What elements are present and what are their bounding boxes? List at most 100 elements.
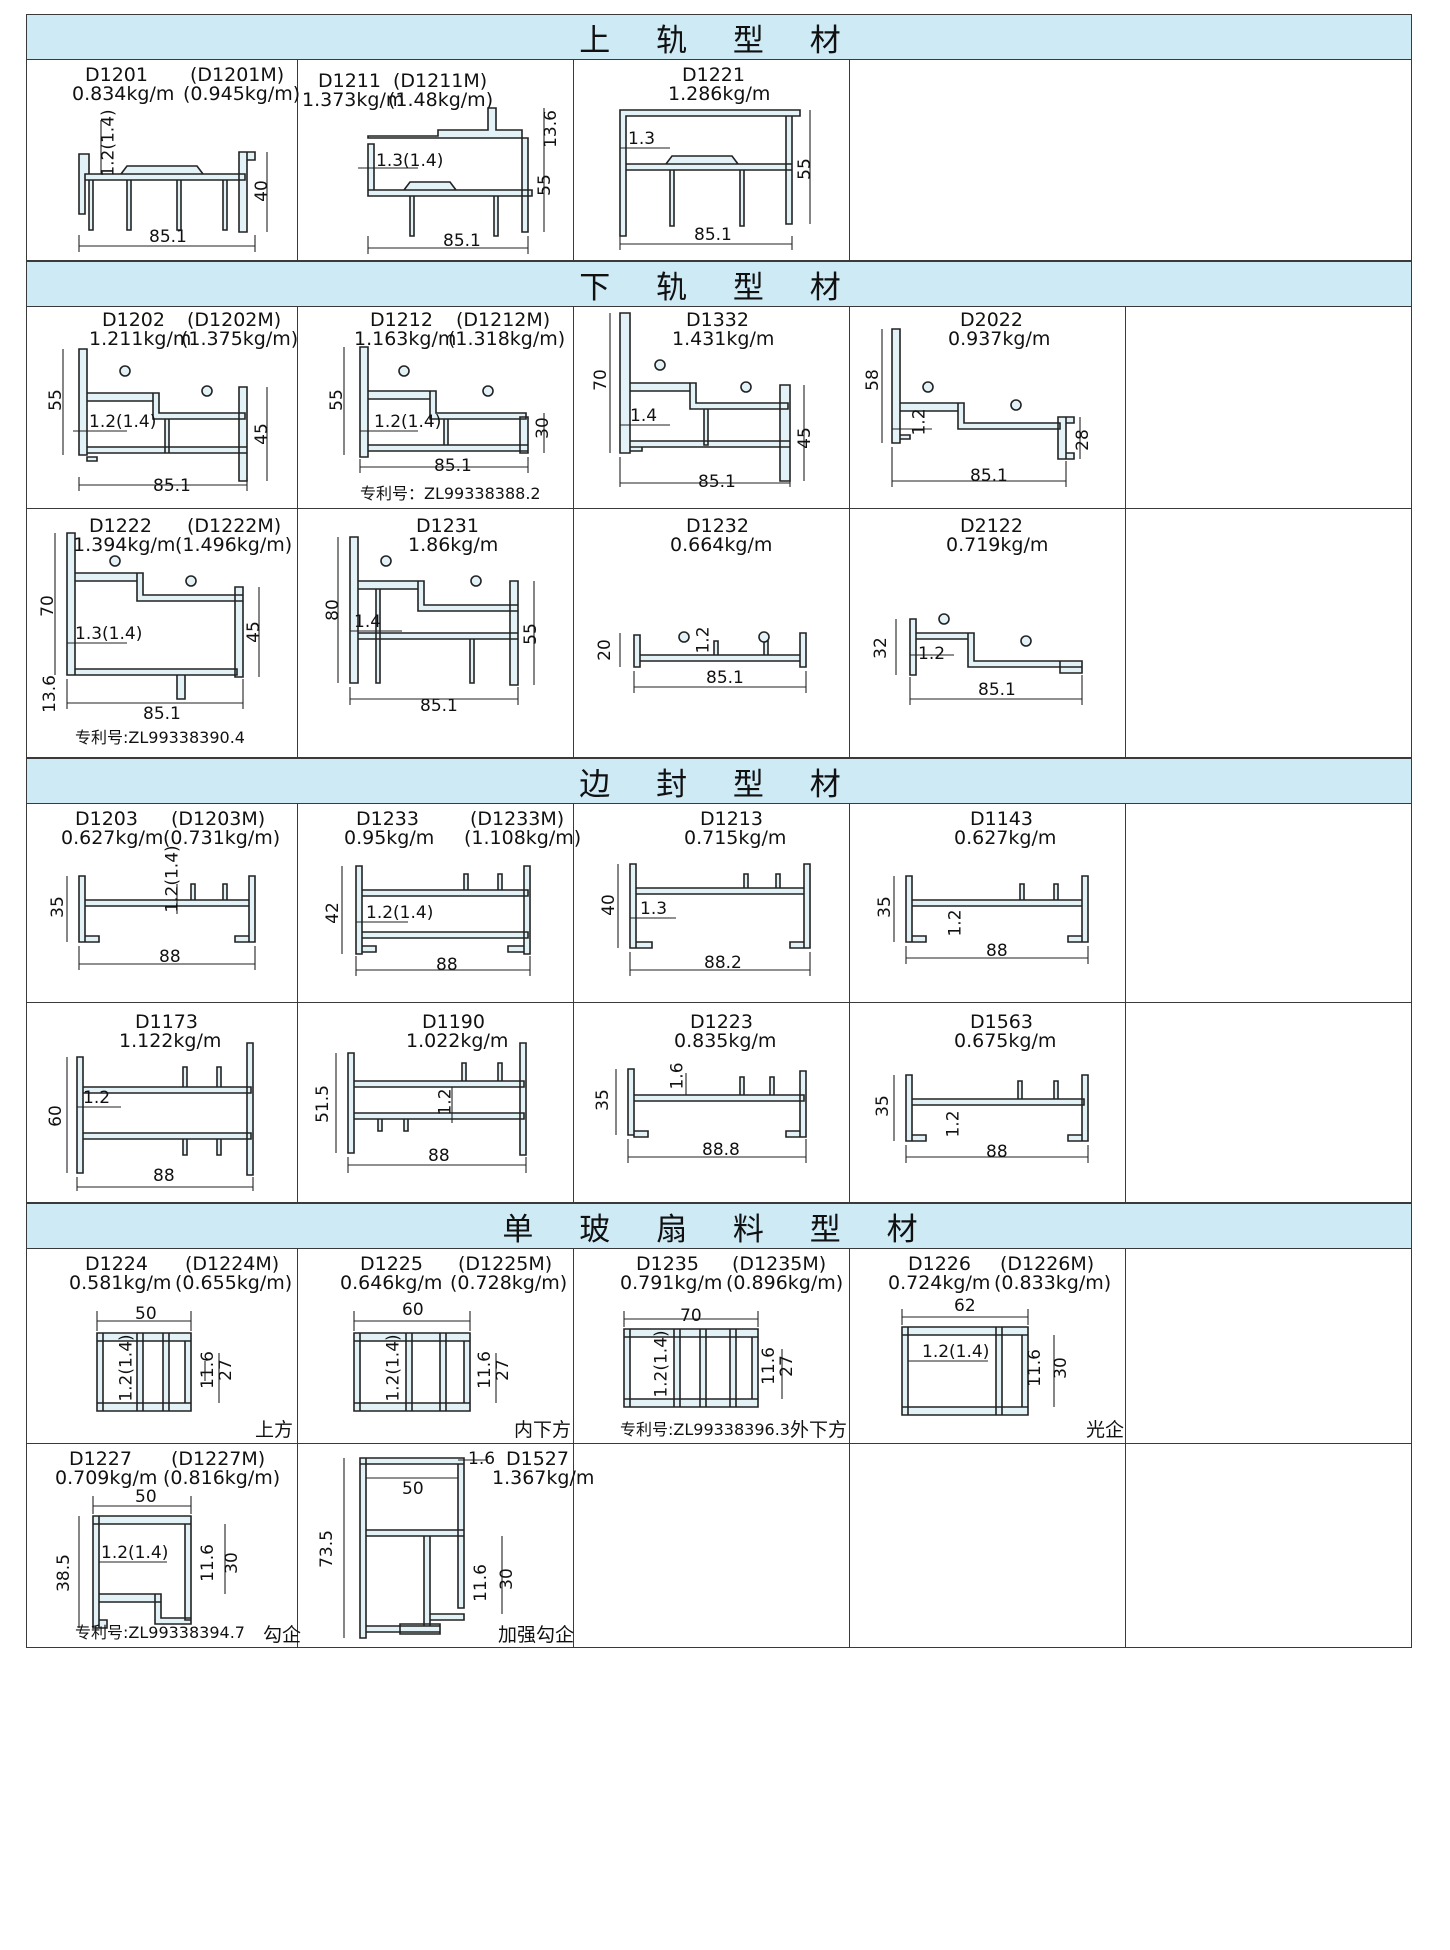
profile-card-d1212: D1212 (D1212M) 1.163kg/m (1.318kg/m) 55 … (298, 307, 574, 508)
dim-width: 88 (159, 947, 181, 967)
profile-weight: 0.719kg/m (946, 534, 1049, 556)
profile-code: D1226 (908, 1253, 971, 1275)
top-rail-row: D1201 (D1201M) 0.834kg/m (0.945kg/m) 1.2… (26, 60, 1412, 261)
sash-type-tag: 勾企 (263, 1624, 302, 1646)
profile-card-d1224: D1224 (D1224M) 0.581kg/m (0.655kg/m) 50 … (27, 1249, 298, 1443)
patent-note: 专利号:ZL99338390.4 (75, 728, 245, 747)
dim-height: 27 (492, 1359, 513, 1381)
dim-thickness: 1.6 (667, 1062, 688, 1090)
dim-height: 55 (794, 158, 815, 180)
section-header-sash: 单 玻 扇 料 型 材 (26, 1203, 1412, 1249)
dim-inner: 11.6 (1024, 1349, 1045, 1387)
profile-code: D1527 (506, 1448, 569, 1470)
dim-thickness: 1.2(1.4) (374, 412, 442, 432)
section-header-top-rail: 上 轨 型 材 (26, 14, 1412, 60)
profile-card-d1201: D1201 (D1201M) 0.834kg/m (0.945kg/m) 1.2… (27, 60, 300, 260)
dim-height: 60 (45, 1105, 66, 1127)
profile-card-d2122-inner: D2122 0.719kg/m 32 1.2 85.1 (850, 509, 1126, 757)
section-title: 下 轨 型 材 (579, 269, 859, 306)
profile-weight: 0.627kg/m (954, 827, 1057, 849)
profile-code: D1235 (636, 1253, 699, 1275)
dim-width: 85.1 (970, 466, 1008, 486)
profile-code: D1563 (970, 1011, 1033, 1033)
profile-card-d1233: D1233 (D1233M) 0.95kg/m (1.108kg/m) 42 1… (298, 804, 581, 1002)
profile-alt-weight: (0.728kg/m) (450, 1272, 568, 1294)
profile-code: D1201 (85, 64, 148, 86)
dim-thickness: 1.4 (354, 612, 382, 632)
profile-card-d1143-inner: D1143 0.627kg/m 35 1.2 88 (850, 804, 1126, 1002)
profile-weight: 0.937kg/m (948, 328, 1051, 350)
dim-height: 70 (590, 369, 611, 391)
profile-alt-weight: (0.896kg/m) (726, 1272, 844, 1294)
profile-card-d1232: D1232 0.664kg/m 20 1.2 85.1 (574, 509, 850, 757)
profile-card-d1226: D1226 (D1226M) 0.724kg/m (0.833kg/m) 62 … (850, 1249, 1413, 1443)
profile-alt-code: (D1227M) (171, 1448, 266, 1470)
dim-wall: 1.6 (468, 1449, 496, 1469)
profile-drawing (623, 1311, 783, 1408)
dim-height: 32 (870, 637, 891, 659)
patent-note: 专利号：ZL99338388.2 (360, 484, 541, 503)
profile-code: D2022 (960, 309, 1023, 331)
profile-weight: 1.394kg/m (73, 534, 176, 556)
dim-width: 85.1 (149, 227, 187, 247)
dim-height: 55 (326, 389, 347, 411)
profile-alt-weight: (1.496kg/m) (175, 534, 293, 556)
dim-right-height: 30 (496, 1568, 517, 1590)
profile-code: D1203 (75, 808, 138, 830)
profile-card-d1226-inner: D1226 (D1226M) 0.724kg/m (0.833kg/m) 62 … (850, 1249, 1126, 1443)
profile-weight: 0.581kg/m (69, 1272, 172, 1294)
catalog-sheet: 上 轨 型 材 D1201 (D1201M) 0.834kg/m (0.945k… (26, 14, 1412, 1934)
profile-drawing (619, 631, 807, 693)
dim-inner: 11.6 (470, 1564, 491, 1602)
profile-card-d1235: D1235 (D1235M) 0.791kg/m (0.896kg/m) 70 … (574, 1249, 850, 1443)
profile-code: D1231 (416, 515, 479, 537)
side-seal-row-1: D1203 (D1203M) 0.627kg/m (0.731kg/m) 1.2… (26, 804, 1412, 1003)
dim-right-height: 30 (221, 1552, 242, 1574)
profile-card-d1211: D1211 (D1211M) 1.373kg/m (1.48kg/m) 13.6… (298, 60, 574, 260)
profile-card-d1213: D1213 0.715kg/m 40 1.3 88.2 (574, 804, 850, 1002)
profile-card-d1190: D1190 1.022kg/m 51.5 1.2 88 (298, 1003, 574, 1202)
dim-width: 85.1 (443, 231, 481, 251)
dim-width: 88 (986, 1142, 1008, 1162)
dim-width: 85.1 (698, 472, 736, 492)
profile-drawing (358, 107, 545, 254)
profile-weight: 0.675kg/m (954, 1030, 1057, 1052)
dim-thickness: 1.4 (630, 406, 658, 426)
dim-thickness: 1.2 (918, 644, 946, 664)
dim-width: 85.1 (706, 668, 744, 688)
profile-code: D1202 (102, 309, 165, 331)
dim-thickness: 1.2 (83, 1088, 111, 1108)
profile-drawing (78, 1496, 226, 1629)
profile-card-d1203: D1203 (D1203M) 0.627kg/m (0.731kg/m) 1.2… (27, 804, 298, 1002)
profile-card-d1527: D1527 1.367kg/m 1.6 50 73.5 11.6 30 加强勾企 (298, 1444, 594, 1647)
profile-weight: 1.286kg/m (668, 83, 771, 105)
bottom-rail-row-1: D1202 (D1202M) 1.211kg/m (1.375kg/m) 55 … (26, 307, 1412, 509)
profile-drawing (343, 346, 545, 473)
profile-drawing (353, 1311, 497, 1412)
profile-drawing (893, 875, 1089, 964)
dim-thickness: 1.2 (435, 1088, 456, 1116)
profile-card-d1231: D1231 1.86kg/m 80 1.4 55 85.1 (298, 509, 574, 757)
dim-thickness: 1.2(1.4) (98, 109, 119, 177)
sash-type-tag: 上方 (255, 1419, 294, 1441)
profile-drawing (617, 863, 811, 976)
profile-code: D1224 (85, 1253, 148, 1275)
profile-code: D1227 (69, 1448, 132, 1470)
profile-card-d1227: D1227 (D1227M) 0.709kg/m (0.816kg/m) 50 … (27, 1444, 302, 1647)
profile-weight: 0.834kg/m (72, 83, 175, 105)
profile-code: D1332 (686, 309, 749, 331)
profile-code: D1233 (356, 808, 419, 830)
profile-weight: 0.95kg/m (344, 827, 435, 849)
dim-height: 73.5 (316, 1530, 337, 1568)
profile-code: D1221 (682, 64, 745, 86)
profile-drawing (54, 532, 260, 709)
profile-drawing (609, 312, 805, 487)
profile-weight: 0.646kg/m (340, 1272, 443, 1294)
dim-width: 88 (428, 1146, 450, 1166)
sash-type-tag: 内下方 (514, 1419, 572, 1441)
profile-code: D1225 (360, 1253, 423, 1275)
profile-weight: 0.627kg/m (61, 827, 164, 849)
profile-drawing (96, 1311, 220, 1412)
profile-alt-weight: (1.108kg/m) (464, 827, 582, 849)
dim-width: 88 (986, 941, 1008, 961)
